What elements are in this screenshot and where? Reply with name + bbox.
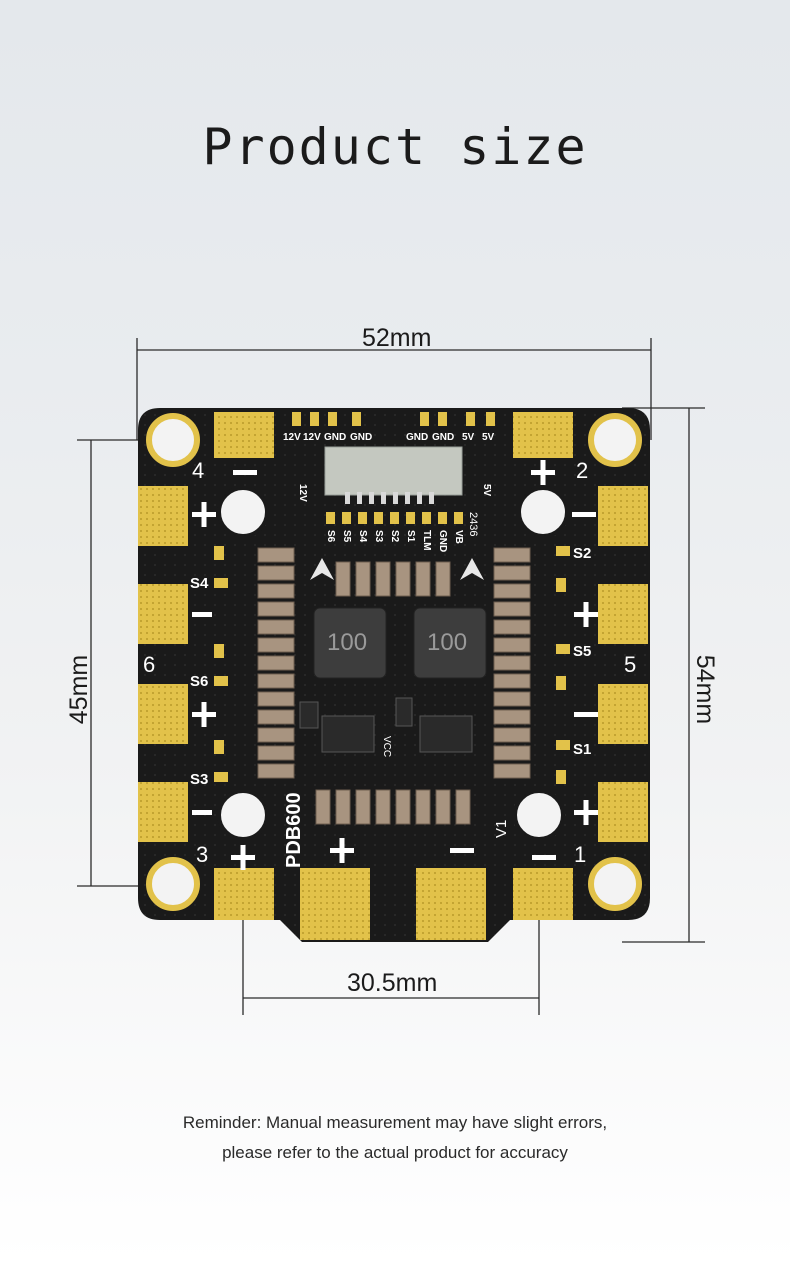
mounting-hole-inner <box>217 486 569 841</box>
width-dimension-label: 52mm <box>362 324 432 352</box>
board-connector <box>324 446 463 496</box>
reminder-line: Reminder: Manual measurement may have sl… <box>182 1113 608 1132</box>
page-title: Product size <box>202 118 588 176</box>
inductor <box>313 607 487 679</box>
hole-width-dimension-label: 30.5mm <box>347 969 438 997</box>
reminder-text: Reminder: Manual measurement may have sl… <box>0 1108 790 1168</box>
solder-pads <box>138 412 648 940</box>
mounting-hole-corner <box>146 413 642 911</box>
reminder-line: please refer to the actual product for a… <box>222 1143 568 1162</box>
